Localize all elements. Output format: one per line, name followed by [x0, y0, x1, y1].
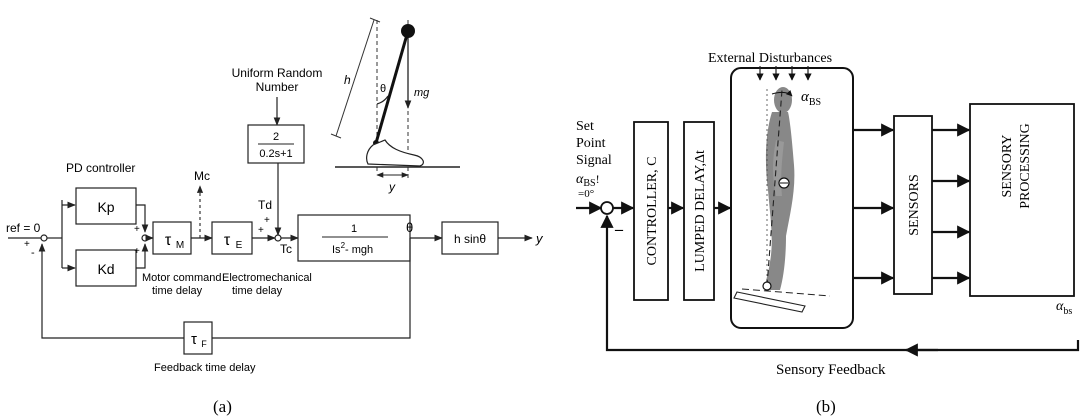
- junction-minus-sign: –: [614, 221, 624, 238]
- sensory-feedback-label: Sensory Feedback: [776, 362, 886, 378]
- mc-label: Mc: [194, 169, 210, 183]
- height-tick-bottom: [330, 133, 342, 139]
- electro-delay-label-1: Electromechanical: [222, 272, 312, 284]
- alpha-angle-arc: [771, 90, 793, 97]
- ref-minus-sign: -: [31, 247, 35, 259]
- tc-plus-sign: +: [258, 225, 264, 236]
- mg-label: mg: [414, 87, 430, 99]
- electro-delay-block: [211, 221, 253, 255]
- alpha-bs-output-label: αbs: [1056, 299, 1072, 317]
- motor-delay-block: [152, 221, 192, 255]
- td-plus-sign: +: [264, 215, 270, 226]
- pendulum-rod: [374, 30, 410, 144]
- figure-arm: [773, 140, 784, 196]
- feedback-delay-label: Feedback time delay: [154, 362, 256, 374]
- lumped-delay-block: [683, 121, 715, 301]
- td-label: Td: [258, 198, 272, 212]
- standing-human-figure: [765, 87, 795, 290]
- sin-block-label: h sinθ: [454, 232, 486, 246]
- sensory-feedback-line: [600, 214, 1080, 352]
- sensors-label: SENSORS: [907, 174, 922, 235]
- motor-delay-label-1: Motor command: [142, 272, 221, 284]
- figure-body: [765, 112, 795, 290]
- plant-block: [297, 214, 411, 262]
- pd-sum-plus-bottom: +: [134, 246, 140, 257]
- tilting-support-surface: [733, 291, 806, 313]
- tau-f-subscript: F: [201, 339, 207, 349]
- summing-junction-td: [274, 234, 282, 242]
- set-point-alpha: αBS!: [576, 172, 600, 189]
- processing-label-1: SENSORY: [1000, 134, 1015, 197]
- electro-delay-label-2: time delay: [232, 285, 283, 297]
- plant-numerator: 1: [351, 223, 357, 235]
- sensors-block: [893, 115, 933, 295]
- pendulum-h-label: h: [344, 73, 351, 87]
- filter-numerator: 2: [273, 131, 279, 143]
- processing-label-2: PROCESSING: [1018, 123, 1033, 209]
- summing-junction-ref: [40, 234, 48, 242]
- plant-denominator: Is2- mgh: [332, 241, 373, 256]
- output-y-label: y: [535, 231, 544, 246]
- panel-a-block-diagram: ref = 0 + - PD controller Kp Kd + + τ M …: [6, 17, 544, 416]
- body-axis-dashed-line: [766, 89, 783, 287]
- ankle-joint-marker: [762, 281, 772, 291]
- controller-block: [633, 121, 669, 301]
- external-disturbances-label: External Disturbances: [708, 51, 832, 66]
- tau-f-symbol: τ: [191, 331, 197, 348]
- tau-e-subscript: E: [236, 240, 243, 251]
- set-point-zero: =0°: [578, 188, 594, 200]
- tau-m-subscript: M: [176, 240, 184, 251]
- kp-block: [75, 187, 137, 225]
- feedback-delay-block: [183, 321, 213, 355]
- summing-junction-b: [600, 201, 614, 215]
- height-dimension-line: [335, 19, 375, 137]
- foot-shape: [366, 139, 424, 167]
- motor-delay-label-2: time delay: [152, 285, 203, 297]
- filter-denominator: 0.2s+1: [259, 148, 292, 160]
- tc-label: Tc: [280, 242, 292, 256]
- theta-arc: [376, 95, 389, 105]
- set-point-line-2: Point: [576, 136, 606, 151]
- set-point-line-3: Signal: [576, 153, 612, 168]
- ref-plus-sign: +: [24, 239, 30, 250]
- theta-label: θ: [406, 220, 413, 235]
- horizontal-reference-dashed: [741, 288, 831, 297]
- pd-controller-label: PD controller: [66, 161, 135, 175]
- tau-e-symbol: τ: [224, 232, 231, 249]
- lumped-delay-label: LUMPED DELAY,Δt: [693, 150, 708, 272]
- pendulum-mass: [401, 24, 415, 38]
- panel-b-caption: (b): [816, 397, 836, 416]
- pd-sum-plus-top: +: [134, 224, 140, 235]
- summing-junction-pd: [141, 234, 149, 242]
- height-tick-top: [369, 17, 381, 23]
- alpha-bs-label: αBS: [801, 89, 821, 108]
- noise-label-2: Number: [256, 80, 299, 94]
- pendulum-theta-label: θ: [380, 83, 386, 95]
- sensory-processing-block: [969, 103, 1075, 297]
- pendulum-y-label: y: [388, 180, 396, 194]
- kp-to-sum-line: [136, 204, 149, 233]
- panel-b-block-diagram: Set Point Signal αBS! =0° – CONTROLLER, …: [576, 51, 1080, 416]
- panel-a-caption: (a): [213, 397, 232, 416]
- tau-m-symbol: τ: [165, 232, 172, 249]
- kp-label: Kp: [97, 199, 114, 215]
- kd-to-sum-line: [136, 243, 149, 269]
- feedback-line-right: [212, 238, 411, 339]
- set-point-line-1: Set: [576, 119, 594, 134]
- feedback-line-left: [38, 243, 184, 339]
- inverted-pendulum-illustration: mg θ h y: [330, 17, 460, 194]
- figure-head: [774, 87, 792, 113]
- noise-label-1: Uniform Random: [232, 66, 323, 80]
- controller-label: CONTROLLER, C: [645, 157, 660, 266]
- kd-label: Kd: [97, 261, 114, 277]
- ref-label: ref = 0: [6, 221, 41, 235]
